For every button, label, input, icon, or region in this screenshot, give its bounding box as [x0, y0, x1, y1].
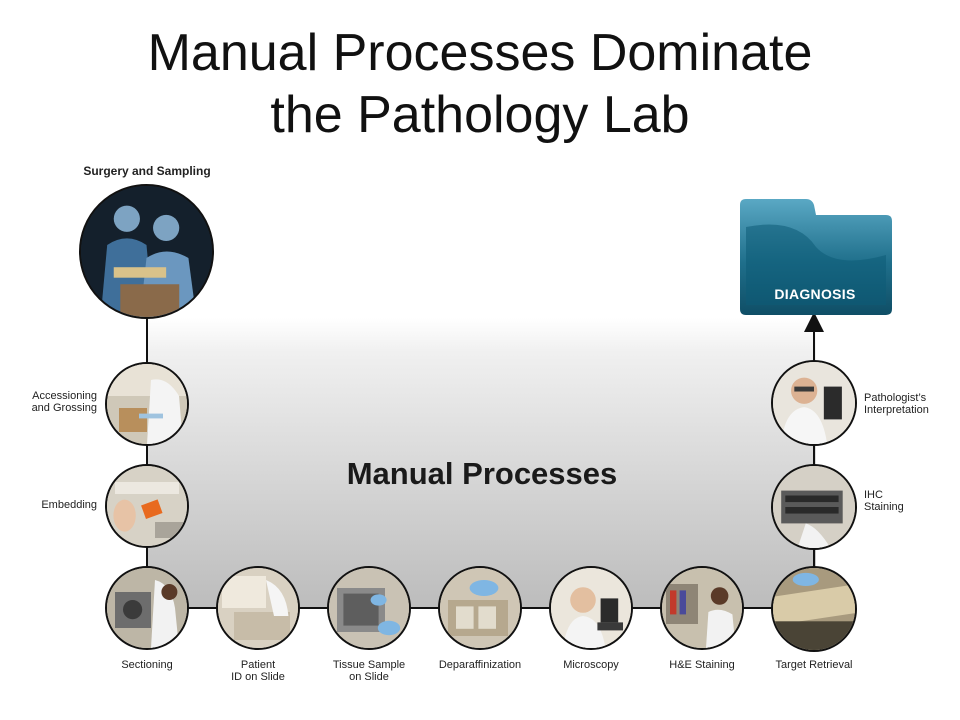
target-retrieval-label: Target Retrieval	[775, 659, 853, 671]
surgery-label: Surgery and Sampling	[83, 164, 211, 178]
pathologist-label: Pathologist’s Interpretation	[864, 392, 929, 416]
target-retrieval-photo	[771, 566, 857, 652]
folder-icon	[740, 199, 892, 315]
sectioning-photo	[105, 566, 189, 650]
accessioning-photo	[105, 362, 189, 446]
diagnosis-label: DIAGNOSIS	[774, 286, 856, 302]
pathologist-photo	[771, 360, 857, 446]
patient-id-label: Patient ID on Slide	[231, 659, 285, 683]
accessioning-label: Accessioning and Grossing	[31, 390, 97, 414]
slide-title-line1: Manual Processes Dominate	[147, 24, 813, 82]
surgeons-image	[81, 186, 212, 317]
surgery-photo	[79, 184, 214, 319]
slide-title: Manual Processes Dominate the Pathology …	[0, 22, 960, 146]
slide-title-line2: the Pathology Lab	[270, 86, 690, 144]
embedding-label: Embedding	[41, 499, 97, 511]
microscopy-label: Microscopy	[563, 659, 619, 671]
sectioning-label: Sectioning	[121, 659, 173, 671]
ihc-staining-label: IHC Staining	[864, 489, 904, 513]
tissue-sample-label: Tissue Sample on Slide	[332, 659, 406, 683]
ihc-staining-photo	[771, 464, 857, 550]
manual-processes-panel	[148, 318, 816, 608]
microscopy-photo	[549, 566, 633, 650]
embedding-photo	[105, 464, 189, 548]
deparaffinization-label: Deparaffinization	[438, 659, 522, 671]
patient-id-photo	[216, 566, 300, 650]
tissue-sample-photo	[327, 566, 411, 650]
deparaffinization-photo	[438, 566, 522, 650]
he-staining-label: H&E Staining	[669, 659, 735, 671]
he-staining-photo	[660, 566, 744, 650]
manual-processes-label: Manual Processes	[346, 456, 618, 491]
